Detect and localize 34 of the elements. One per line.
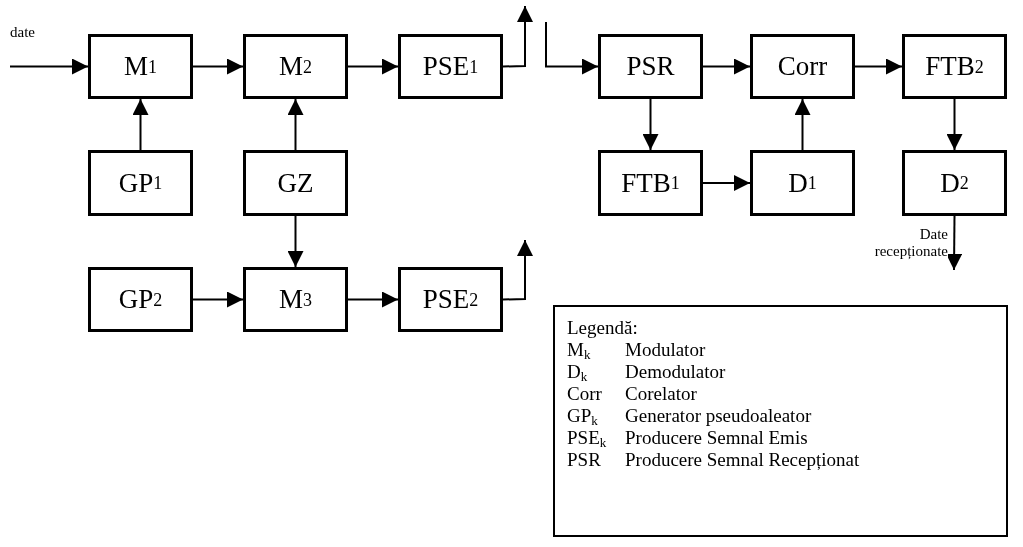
arrow bbox=[347, 58, 399, 75]
process-box: GZ bbox=[243, 150, 348, 216]
arrow bbox=[192, 291, 244, 308]
arrow bbox=[794, 98, 811, 151]
arrow bbox=[946, 215, 963, 271]
arrow bbox=[192, 58, 244, 75]
arrow bbox=[502, 5, 533, 68]
legend-description: Producere Semnal Emis bbox=[625, 427, 809, 449]
arrow bbox=[702, 175, 751, 191]
legend-title: Legendă: bbox=[567, 317, 639, 339]
arrow bbox=[287, 215, 304, 268]
arrow bbox=[545, 21, 599, 75]
legend-abbreviation: Corr bbox=[567, 383, 603, 405]
process-box: PSR bbox=[598, 34, 703, 99]
legend-abbreviation: PSR bbox=[567, 449, 602, 471]
arrow bbox=[702, 58, 751, 75]
legend-description: Corelator bbox=[625, 383, 698, 405]
arrow bbox=[854, 58, 903, 75]
legend-abbreviation: D$_{k}$ bbox=[567, 361, 589, 383]
arrow bbox=[347, 291, 399, 308]
arrow bbox=[132, 98, 149, 151]
legend-description: Modulator bbox=[625, 339, 707, 361]
legend-description: Demodulator bbox=[625, 361, 727, 383]
process-box: Corr bbox=[750, 34, 855, 99]
arrow bbox=[287, 98, 304, 151]
legend-abbreviation: PSE$_{k}$ bbox=[567, 427, 608, 449]
legend-description: Producere Semnal Recepționat bbox=[625, 449, 861, 471]
legend-abbreviation: GP$_{k}$ bbox=[567, 405, 599, 427]
legend-description: Generator pseudoaleator bbox=[625, 405, 813, 427]
legend-abbreviation: M$_{k}$ bbox=[567, 339, 592, 361]
arrow bbox=[642, 98, 659, 151]
arrow bbox=[502, 239, 533, 301]
arrow bbox=[9, 58, 89, 75]
arrow bbox=[946, 98, 963, 151]
